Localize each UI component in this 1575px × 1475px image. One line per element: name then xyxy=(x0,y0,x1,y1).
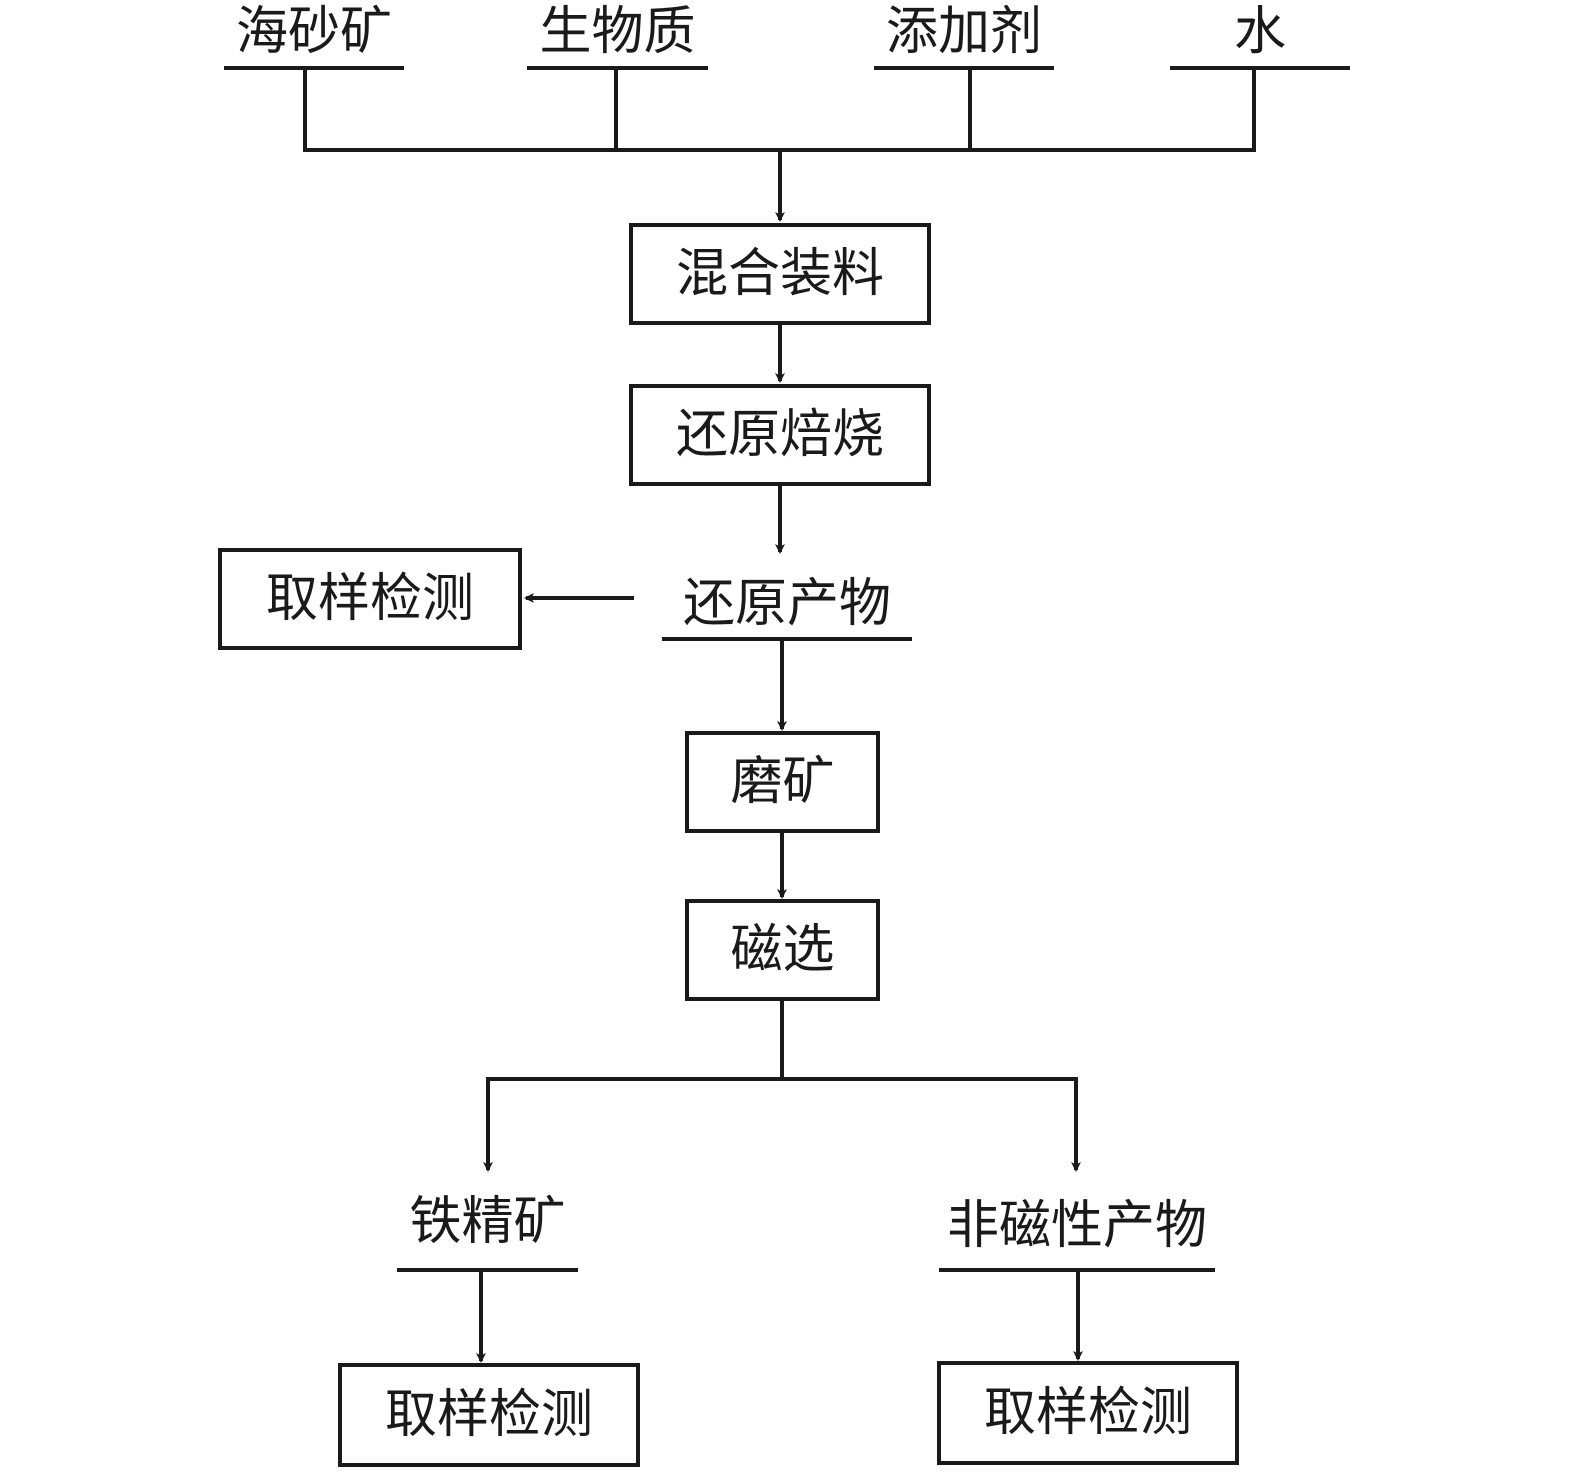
step-reduction-roasting: 还原焙烧 xyxy=(629,384,931,486)
sample-nonmagnetic-box: 取样检测 xyxy=(937,1361,1239,1465)
sample-concentrate-box: 取样检测 xyxy=(338,1363,640,1467)
product-iron-concentrate: 铁精矿 xyxy=(409,1192,566,1252)
sample-nonmagnetic-label: 取样检测 xyxy=(983,1383,1192,1443)
input-sea-sand-ore: 海砂矿 xyxy=(235,2,392,62)
sample-concentrate-label: 取样检测 xyxy=(384,1385,593,1445)
step-mixing-label: 混合装料 xyxy=(675,244,884,304)
step-magnetic-separation-label: 磁选 xyxy=(730,920,835,980)
sample-reduced-box: 取样检测 xyxy=(218,548,522,650)
step-magnetic-separation: 磁选 xyxy=(685,899,880,1001)
product-nonmagnetic: 非磁性产物 xyxy=(946,1196,1207,1256)
product-reduced: 还原产物 xyxy=(682,574,891,634)
input-water: 水 xyxy=(1233,2,1286,62)
input-additive: 添加剂 xyxy=(885,2,1042,62)
input-biomass: 生物质 xyxy=(539,2,696,62)
sample-reduced-label: 取样检测 xyxy=(265,569,474,629)
step-reduction-roasting-label: 还原焙烧 xyxy=(675,405,884,465)
step-mixing: 混合装料 xyxy=(629,223,931,325)
step-grinding: 磨矿 xyxy=(685,731,880,833)
step-grinding-label: 磨矿 xyxy=(730,752,835,812)
